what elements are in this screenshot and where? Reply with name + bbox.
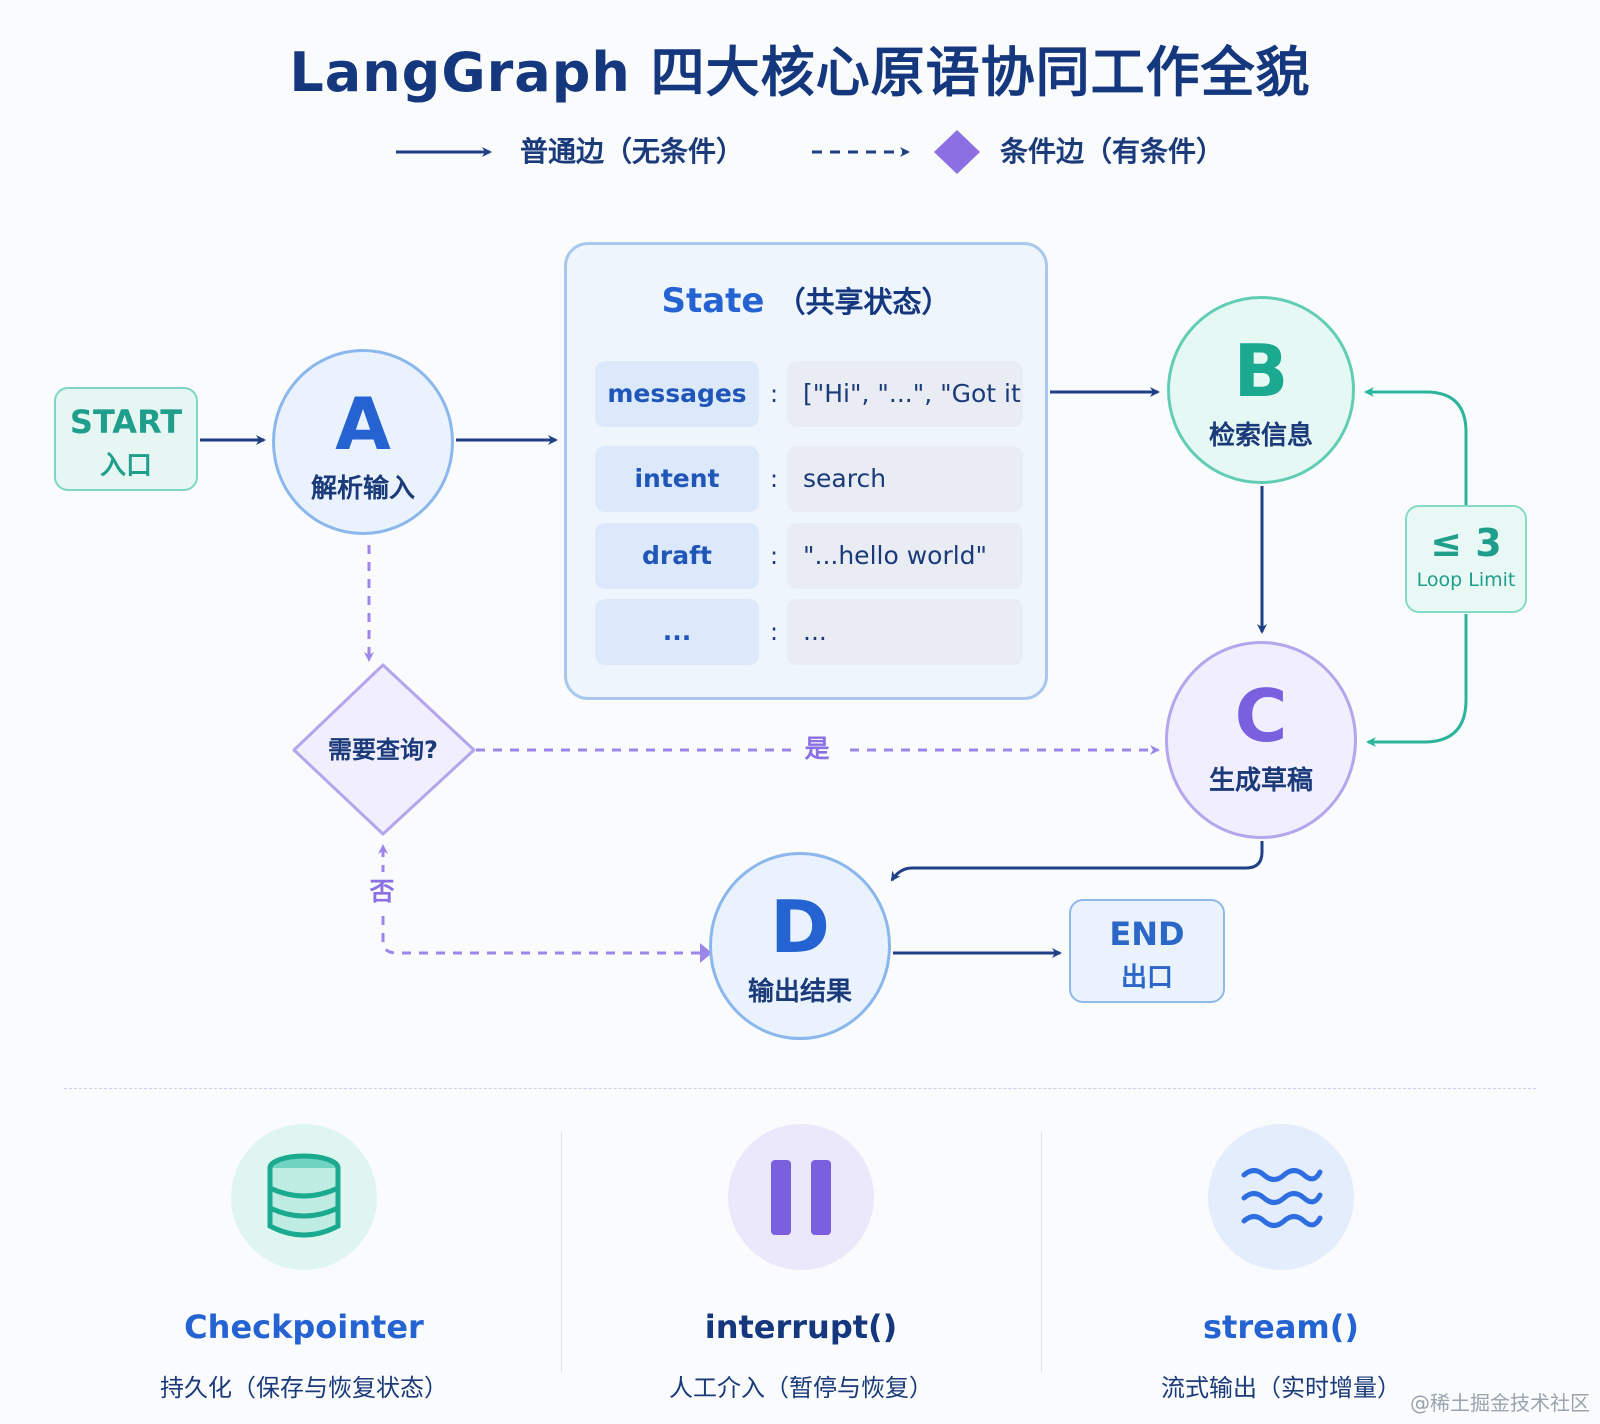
edge-loop-to-c: [1366, 614, 1468, 747]
node-c-label: 生成草稿: [1208, 766, 1313, 796]
feature-desc: 持久化（保存与恢复状态）: [160, 1374, 448, 1402]
node-a-letter: A: [335, 382, 391, 466]
state-row: messages : ["Hi", "...", "Got it"]: [595, 361, 1023, 427]
section-divider: [64, 1088, 1536, 1089]
feature-desc: 流式输出（实时增量）: [1161, 1374, 1401, 1402]
start-label: START: [69, 403, 183, 441]
feature-icon-slot: [231, 1124, 377, 1270]
node-a-label: 解析输入: [310, 474, 415, 504]
feature-checkpointer: Checkpointer 持久化（保存与恢复状态）: [94, 1124, 514, 1403]
feature-separator: [561, 1132, 562, 1372]
node-c: C 生成草稿: [1165, 641, 1357, 839]
node-a: A 解析输入: [272, 349, 454, 535]
node-d: D 输出结果: [709, 852, 891, 1040]
feature-name: Checkpointer: [184, 1308, 424, 1346]
node-b: B 检索信息: [1167, 296, 1355, 484]
feature-name: stream(): [1202, 1308, 1359, 1346]
feature-desc: 人工介入（暂停与恢复）: [669, 1374, 933, 1402]
state-value: ["Hi", "...", "Got it"]: [787, 361, 1023, 427]
node-c-letter: C: [1234, 674, 1288, 758]
state-title: State （共享状态）: [567, 279, 1045, 321]
feature-icon-slot: [1208, 1124, 1354, 1270]
end-label: END: [1109, 915, 1185, 953]
node-b-label: 检索信息: [1208, 421, 1313, 451]
feature-interrupt: interrupt() 人工介入（暂停与恢复）: [591, 1124, 1011, 1403]
end-sublabel: 出口: [1120, 963, 1173, 993]
decision-label: 需要查询?: [328, 736, 438, 764]
edge-loop-to-b: [1364, 387, 1468, 505]
edge-no-path: [378, 844, 700, 955]
yes-edge-label: 是: [792, 729, 842, 765]
state-key: intent: [595, 446, 759, 512]
end-node: END 出口: [1069, 899, 1225, 1003]
feature-icon-slot: [728, 1124, 874, 1270]
node-d-letter: D: [770, 885, 830, 969]
state-value: ...: [787, 599, 1023, 665]
edge-c-d: [890, 841, 1264, 882]
state-panel: State （共享状态） messages : ["Hi", "...", "Go…: [564, 242, 1048, 700]
state-row: ... : ...: [595, 599, 1023, 665]
state-value: "...hello world": [787, 523, 1023, 589]
state-title-en: State: [661, 281, 765, 321]
loop-limit-label: Loop Limit: [1416, 569, 1516, 591]
start-node: START 入口: [54, 387, 198, 491]
state-value: search: [787, 446, 1023, 512]
state-colon: :: [769, 618, 779, 646]
state-colon: :: [769, 542, 779, 570]
legend-normal-edge-label: 普通边（无条件）: [520, 135, 745, 168]
no-edge-label: 否: [364, 872, 400, 908]
legend-conditional-edge-sample: [812, 130, 980, 174]
state-colon: :: [769, 465, 779, 493]
state-row: draft : "...hello world": [595, 523, 1023, 589]
state-colon: :: [769, 380, 779, 408]
loop-limit-value: ≤ 3: [1430, 521, 1502, 565]
feature-name: interrupt(): [704, 1308, 898, 1346]
state-key: draft: [595, 523, 759, 589]
state-row: intent : search: [595, 446, 1023, 512]
page-title: LangGraph 四大核心原语协同工作全貌: [289, 41, 1311, 104]
node-d-label: 输出结果: [747, 977, 852, 1007]
state-title-cn: （共享状态）: [776, 285, 951, 319]
watermark: @稀土掘金技术社区: [1410, 1391, 1590, 1415]
state-key: messages: [595, 361, 759, 427]
feature-separator: [1041, 1132, 1042, 1372]
node-b-letter: B: [1233, 329, 1289, 413]
state-key: ...: [595, 599, 759, 665]
start-sublabel: 入口: [99, 451, 152, 481]
legend-conditional-edge-label: 条件边（有条件）: [1000, 135, 1225, 168]
loop-limit-box: ≤ 3 Loop Limit: [1405, 505, 1527, 613]
feature-stream: stream() 流式输出（实时增量）: [1071, 1124, 1491, 1403]
